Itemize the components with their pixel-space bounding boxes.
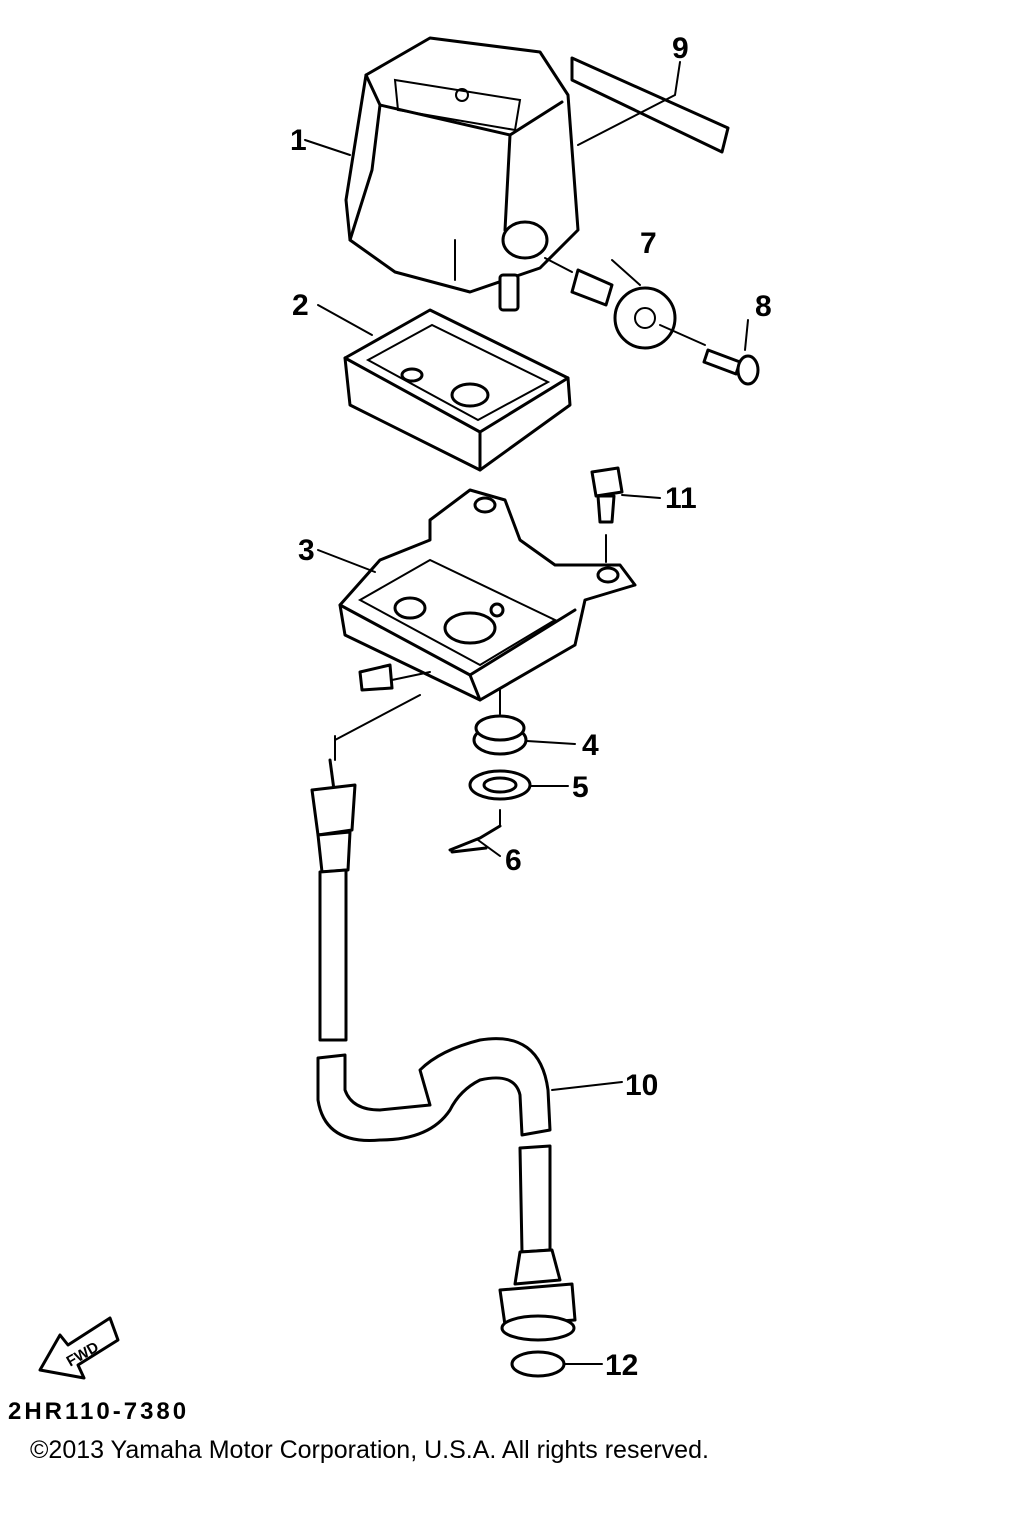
callout-10: 10 bbox=[625, 1069, 658, 1102]
part-1-speedometer-housing bbox=[344, 36, 580, 312]
leader-lines bbox=[304, 61, 749, 1365]
callout-7: 7 bbox=[640, 227, 657, 260]
callout-5: 5 bbox=[572, 771, 589, 804]
copyright-notice: ©2013 Yamaha Motor Corporation, U.S.A. A… bbox=[30, 1436, 709, 1464]
callout-1: 1 bbox=[290, 124, 307, 157]
part-code: 2HR110-7380 bbox=[8, 1398, 190, 1425]
callout-3: 3 bbox=[298, 534, 315, 567]
callout-12: 12 bbox=[605, 1349, 638, 1382]
callout-8: 8 bbox=[755, 290, 772, 323]
part-10-cable bbox=[310, 694, 577, 1342]
fwd-arrow-icon: FWD bbox=[38, 1316, 120, 1380]
part-12-o-ring bbox=[510, 1350, 566, 1378]
part-7-gear bbox=[544, 257, 706, 350]
callout-9: 9 bbox=[672, 32, 689, 65]
part-5-washer bbox=[468, 769, 532, 801]
callout-6: 6 bbox=[505, 844, 522, 877]
part-3-bracket bbox=[338, 488, 637, 702]
callout-numbers: 1 2 3 4 5 6 7 8 9 10 11 12 bbox=[290, 32, 772, 1382]
part-8-screw bbox=[702, 348, 760, 386]
callout-11: 11 bbox=[665, 482, 697, 515]
part-4-grommet bbox=[472, 689, 528, 756]
part-11-bolt bbox=[590, 466, 624, 563]
part-6-clip bbox=[448, 809, 502, 854]
callout-4: 4 bbox=[582, 729, 599, 762]
part-2-gasket bbox=[343, 308, 572, 472]
part-9-strip bbox=[570, 56, 730, 154]
callout-2: 2 bbox=[292, 289, 309, 322]
